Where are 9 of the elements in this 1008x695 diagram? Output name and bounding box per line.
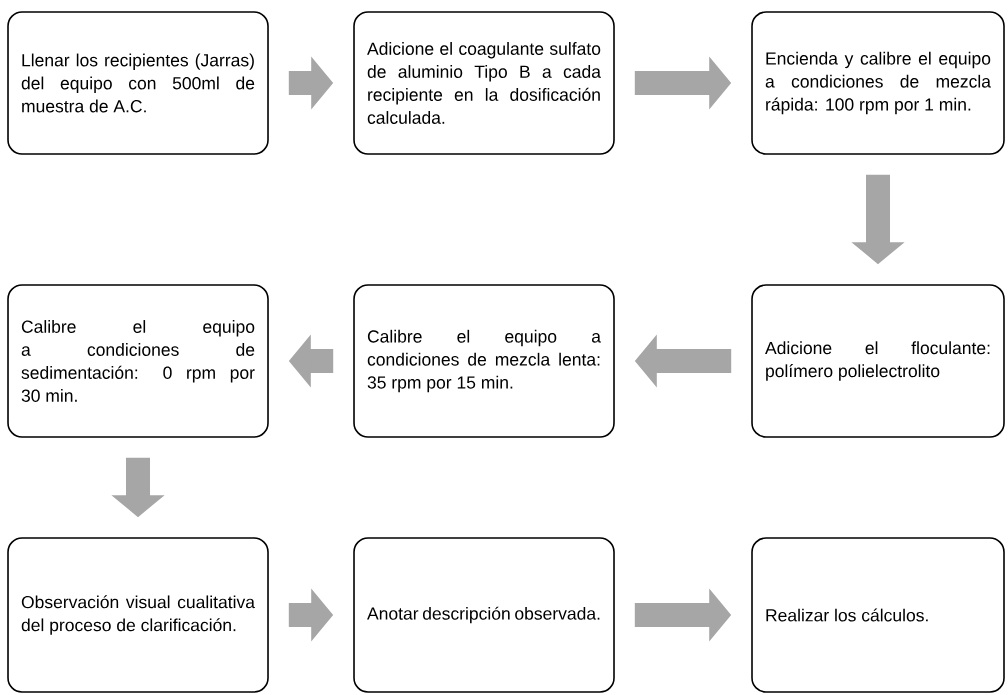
process-box: Adicione el coagulante sulfato de aluminio Tipo B a cada recipiente en la dosificación calculada.	[353, 11, 615, 155]
process-box: Adicione el floculante: polímero polielectrolito	[751, 284, 1005, 438]
process-box: Anotar descripción observada.	[353, 537, 615, 693]
process-box: Llenar los recipientes (Jarras) del equipo con 500ml de muestra de A.C.	[7, 11, 269, 155]
process-box: Realizar los cálculos.	[751, 537, 1005, 693]
process-box: Observación visual cualitativa del proceso de clarificación.	[7, 537, 269, 693]
process-box: Calibre el equipo a condiciones de sedimentación: 0 rpm por 30 min.	[7, 284, 269, 438]
process-box: Calibre el equipo a condiciones de mezcla lenta: 35 rpm por 15 min.	[353, 284, 615, 438]
process-box: Encienda y calibre el equipo a condiciones de mezcla rápida: 100 rpm por 1 min.	[751, 11, 1005, 155]
